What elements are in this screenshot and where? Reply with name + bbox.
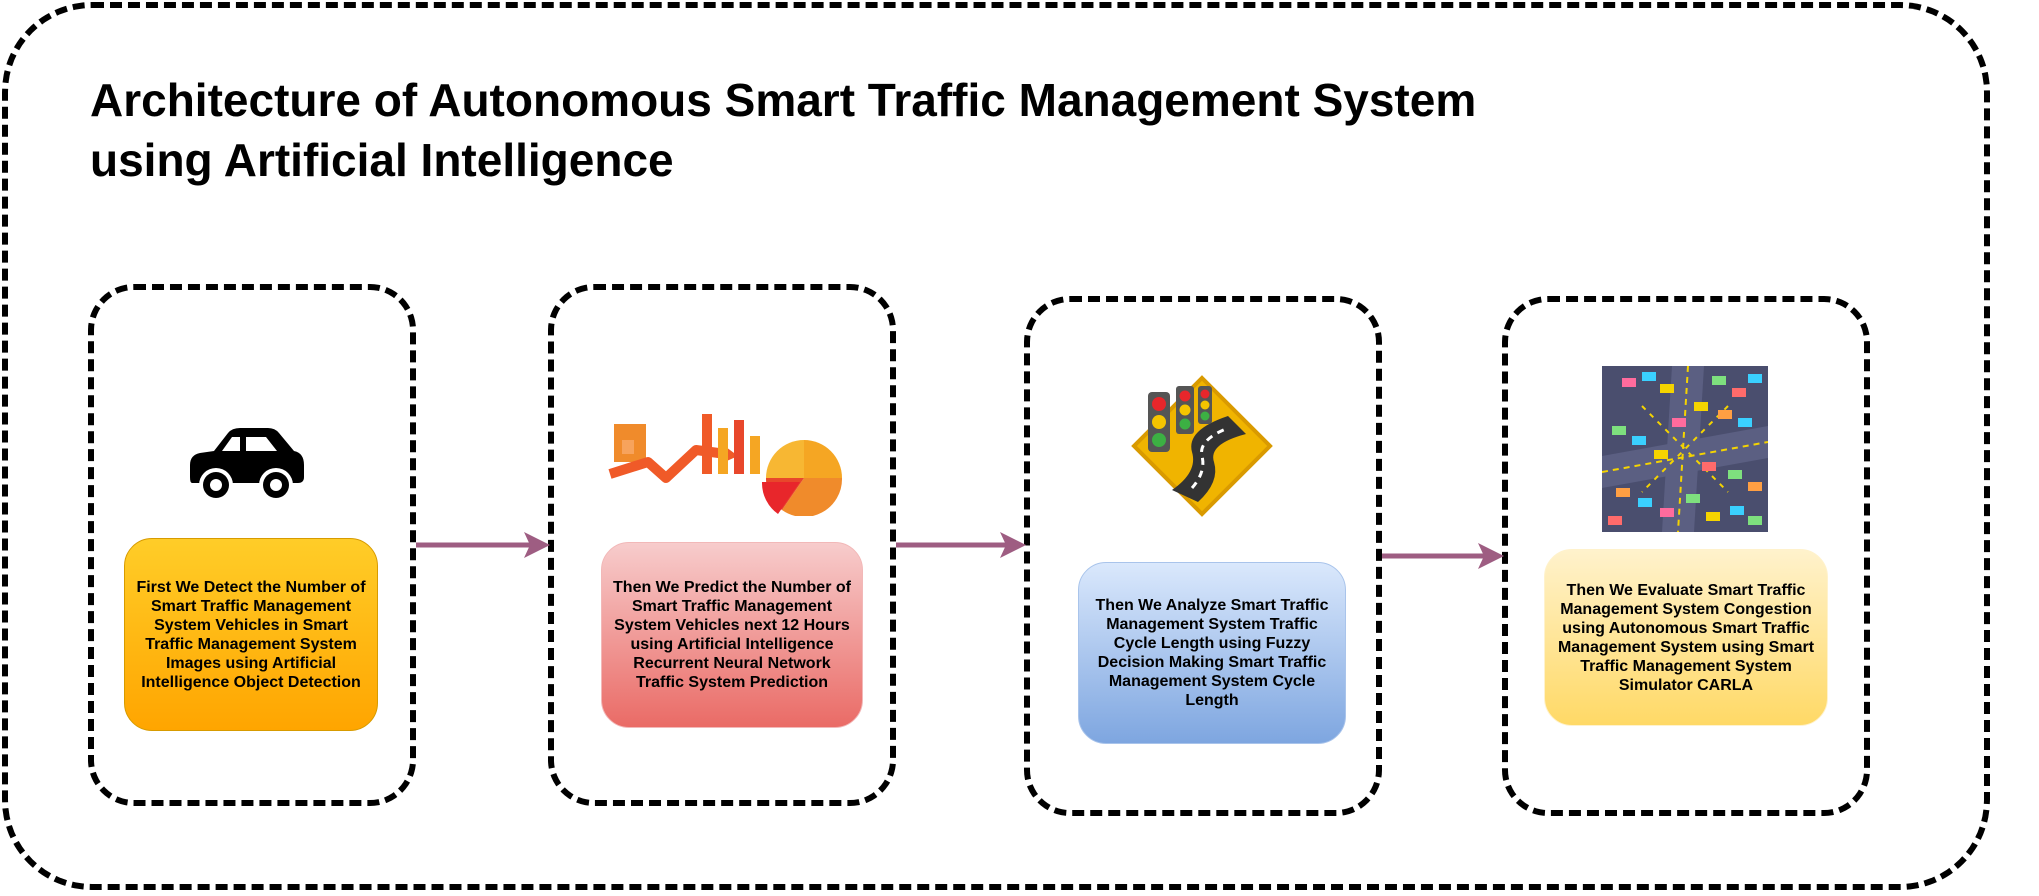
title-line-2: using Artificial Intelligence — [90, 134, 674, 186]
stage-box-evaluate: Then We Evaluate Smart Traffic Managemen… — [1544, 549, 1828, 726]
stage-text-detect: First We Detect the Number of Smart Traf… — [136, 578, 366, 691]
stage-frame-analyze — [1024, 296, 1382, 816]
stage-text-evaluate: Then We Evaluate Smart Traffic Managemen… — [1557, 581, 1815, 694]
stage-box-detect: First We Detect the Number of Smart Traf… — [124, 538, 378, 731]
car-icon — [180, 425, 310, 507]
stage-text-analyze: Then We Analyze Smart Traffic Management… — [1095, 597, 1329, 709]
outer-frame — [2, 2, 1990, 890]
title-line-1: Architecture of Autonomous Smart Traffic… — [90, 74, 1477, 126]
stage-frame-predict — [548, 284, 896, 806]
stage-box-analyze: Then We Analyze Smart Traffic Management… — [1078, 562, 1346, 744]
stage-text-predict: Then We Predict the Number of Smart Traf… — [613, 579, 851, 691]
stage-box-predict: Then We Predict the Number of Smart Traf… — [601, 542, 863, 728]
stage-frame-evaluate — [1502, 296, 1870, 816]
stage-frame-detect — [88, 284, 416, 806]
intersection-traffic-icon — [1601, 365, 1769, 533]
chart-icon — [608, 410, 844, 518]
diagram-title: Architecture of Autonomous Smart Traffic… — [90, 70, 1690, 190]
traffic-light-road-icon — [1128, 372, 1276, 520]
